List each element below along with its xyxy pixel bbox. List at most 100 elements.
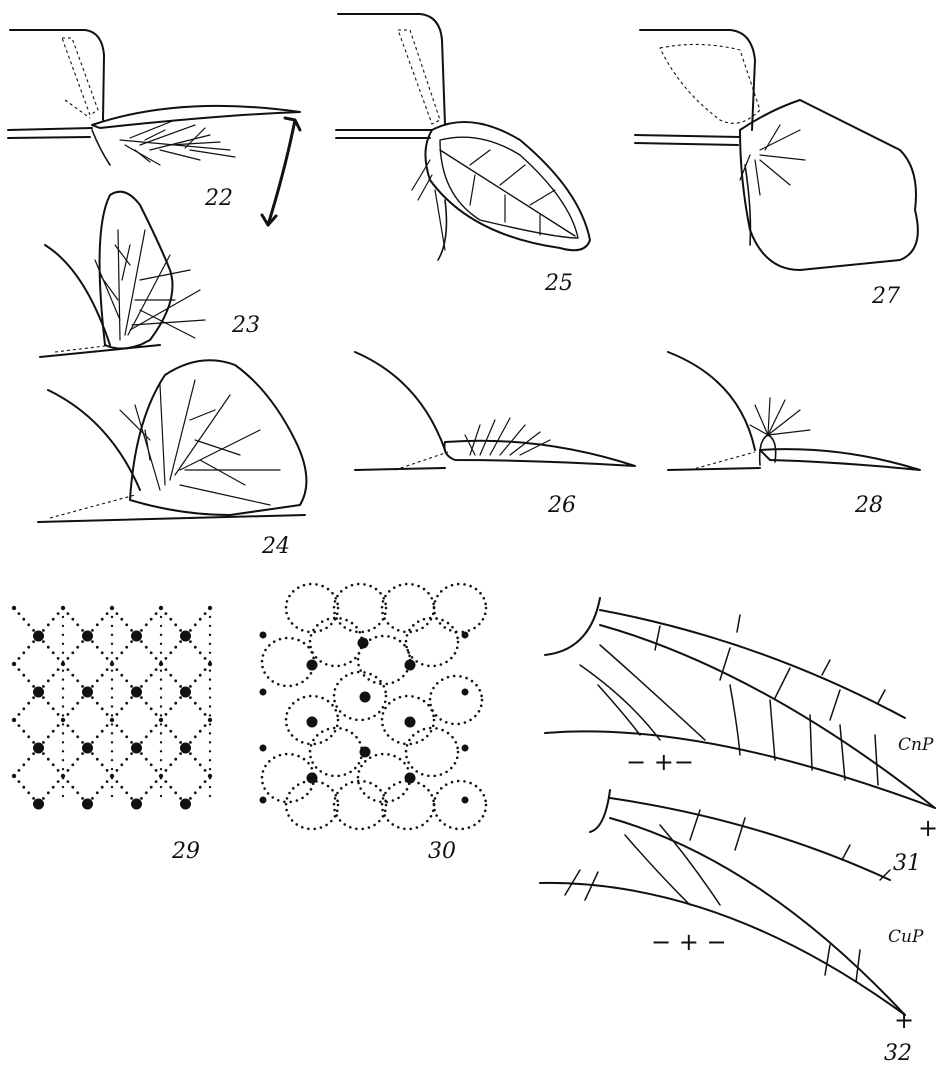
cell-wall-dot (330, 623, 333, 626)
cell-wall-dot (399, 696, 402, 699)
cell-wall-dot (355, 827, 358, 830)
cell-wall-dot (475, 785, 478, 788)
lattice-dot (71, 651, 74, 654)
cell-wall-dot (287, 814, 290, 817)
lattice-dot (62, 696, 64, 698)
cell-wall-dot (321, 585, 324, 588)
cell-wall-dot (451, 736, 454, 739)
cell-wall-dot (454, 652, 457, 655)
cell-wall-dot (310, 634, 313, 637)
lattice-dot (209, 678, 211, 680)
cell-wall-dot (378, 623, 381, 626)
cell-wall-dot (285, 718, 288, 721)
lattice-dot (209, 705, 211, 707)
lattice-dot (209, 643, 211, 645)
cell-wall-dot (325, 773, 328, 776)
lattice-dot (22, 707, 25, 710)
lattice-dot (209, 634, 211, 636)
label-29: 29 (171, 839, 200, 864)
cell-wall-dot (291, 637, 294, 640)
lattice-dot (116, 724, 119, 727)
lattice-dot (120, 707, 123, 710)
lattice-dot (179, 797, 182, 800)
lattice-dot (120, 651, 123, 654)
cell-wall-dot (382, 706, 385, 709)
lattice-dot (62, 687, 64, 689)
lattice-dot (27, 646, 30, 649)
cell-wall-dot (268, 644, 271, 647)
cell-wall-dot (271, 796, 274, 799)
cell-wall-dot (273, 756, 276, 759)
lattice-dot (76, 646, 79, 649)
cell-wall-dot (468, 629, 471, 632)
lattice-dot (199, 786, 202, 789)
lattice-dot (155, 668, 158, 671)
lattice-dot (22, 730, 25, 733)
lattice-node-large (33, 687, 44, 698)
lattice-dot (165, 724, 168, 727)
cell-wall-dot (334, 797, 337, 800)
cell-wall-dot (273, 640, 276, 643)
cell-wall-dot (382, 794, 385, 797)
lattice-dot (22, 674, 25, 677)
cell-wall-dot (267, 676, 270, 679)
cell-wall-dot (391, 738, 394, 741)
cell-wall-dot (459, 675, 462, 678)
lattice-dot (150, 786, 153, 789)
lattice-dot (140, 752, 143, 755)
cell-wall-dot (412, 734, 415, 737)
lattice-dot (174, 702, 177, 705)
cell-wall-dot (291, 622, 294, 625)
lattice-dot (71, 730, 74, 733)
cell-wall-dot (369, 673, 372, 676)
cell-wall-dot (432, 603, 435, 606)
cell-wall-dot (468, 826, 471, 829)
lattice-dot (52, 674, 55, 677)
cell-wall-dot (327, 588, 330, 591)
cell-wall-dot (423, 785, 426, 788)
lattice-dot (116, 769, 119, 772)
cell-wall-dot (426, 820, 429, 823)
lattice-dot (81, 741, 84, 744)
cell-wall-dot (325, 739, 328, 742)
cell-wall-dot (358, 770, 361, 773)
cell-nucleus (360, 692, 371, 703)
cell-wall-dot (384, 691, 387, 694)
cell-wall-dot (361, 631, 364, 634)
lattice-dot (120, 674, 123, 677)
cell-wall-dot (421, 627, 424, 630)
lattice-dot (169, 763, 172, 766)
cell-wall-dot (469, 782, 472, 785)
lattice-dot (67, 668, 70, 671)
cell-wall-dot (320, 741, 323, 744)
lattice-node-small (208, 718, 212, 722)
lattice-dot (106, 769, 109, 772)
lattice-dot (96, 702, 99, 705)
lattice-dot (47, 623, 50, 626)
cell-wall-dot (454, 631, 457, 634)
lattice-dot (62, 768, 64, 770)
lattice-dot (96, 679, 99, 682)
lattice-dot (22, 763, 25, 766)
cell-wall-dot (351, 732, 354, 735)
cell-wall-dot (355, 626, 358, 629)
cell-wall-dot (339, 622, 342, 625)
cell-wall-dot (359, 787, 362, 790)
lattice-dot (125, 679, 128, 682)
cell-wall-dot (337, 775, 340, 778)
figure-25: 25 (336, 14, 590, 296)
lattice-dot (52, 786, 55, 789)
cell-wall-dot (330, 735, 333, 738)
lattice-dot (96, 758, 99, 761)
cell-wall-dot (336, 792, 339, 795)
cell-wall-dot (382, 600, 385, 603)
label-32: 32 (884, 1041, 912, 1065)
cell-wall-dot (482, 815, 485, 818)
lattice-dot (199, 651, 202, 654)
cell-wall-dot (363, 671, 366, 674)
cell-wall-dot (375, 636, 378, 639)
cell-wall-dot (383, 814, 386, 817)
cell-wall-dot (277, 799, 280, 802)
lattice-dot (160, 795, 162, 797)
lattice-dot (209, 696, 211, 698)
